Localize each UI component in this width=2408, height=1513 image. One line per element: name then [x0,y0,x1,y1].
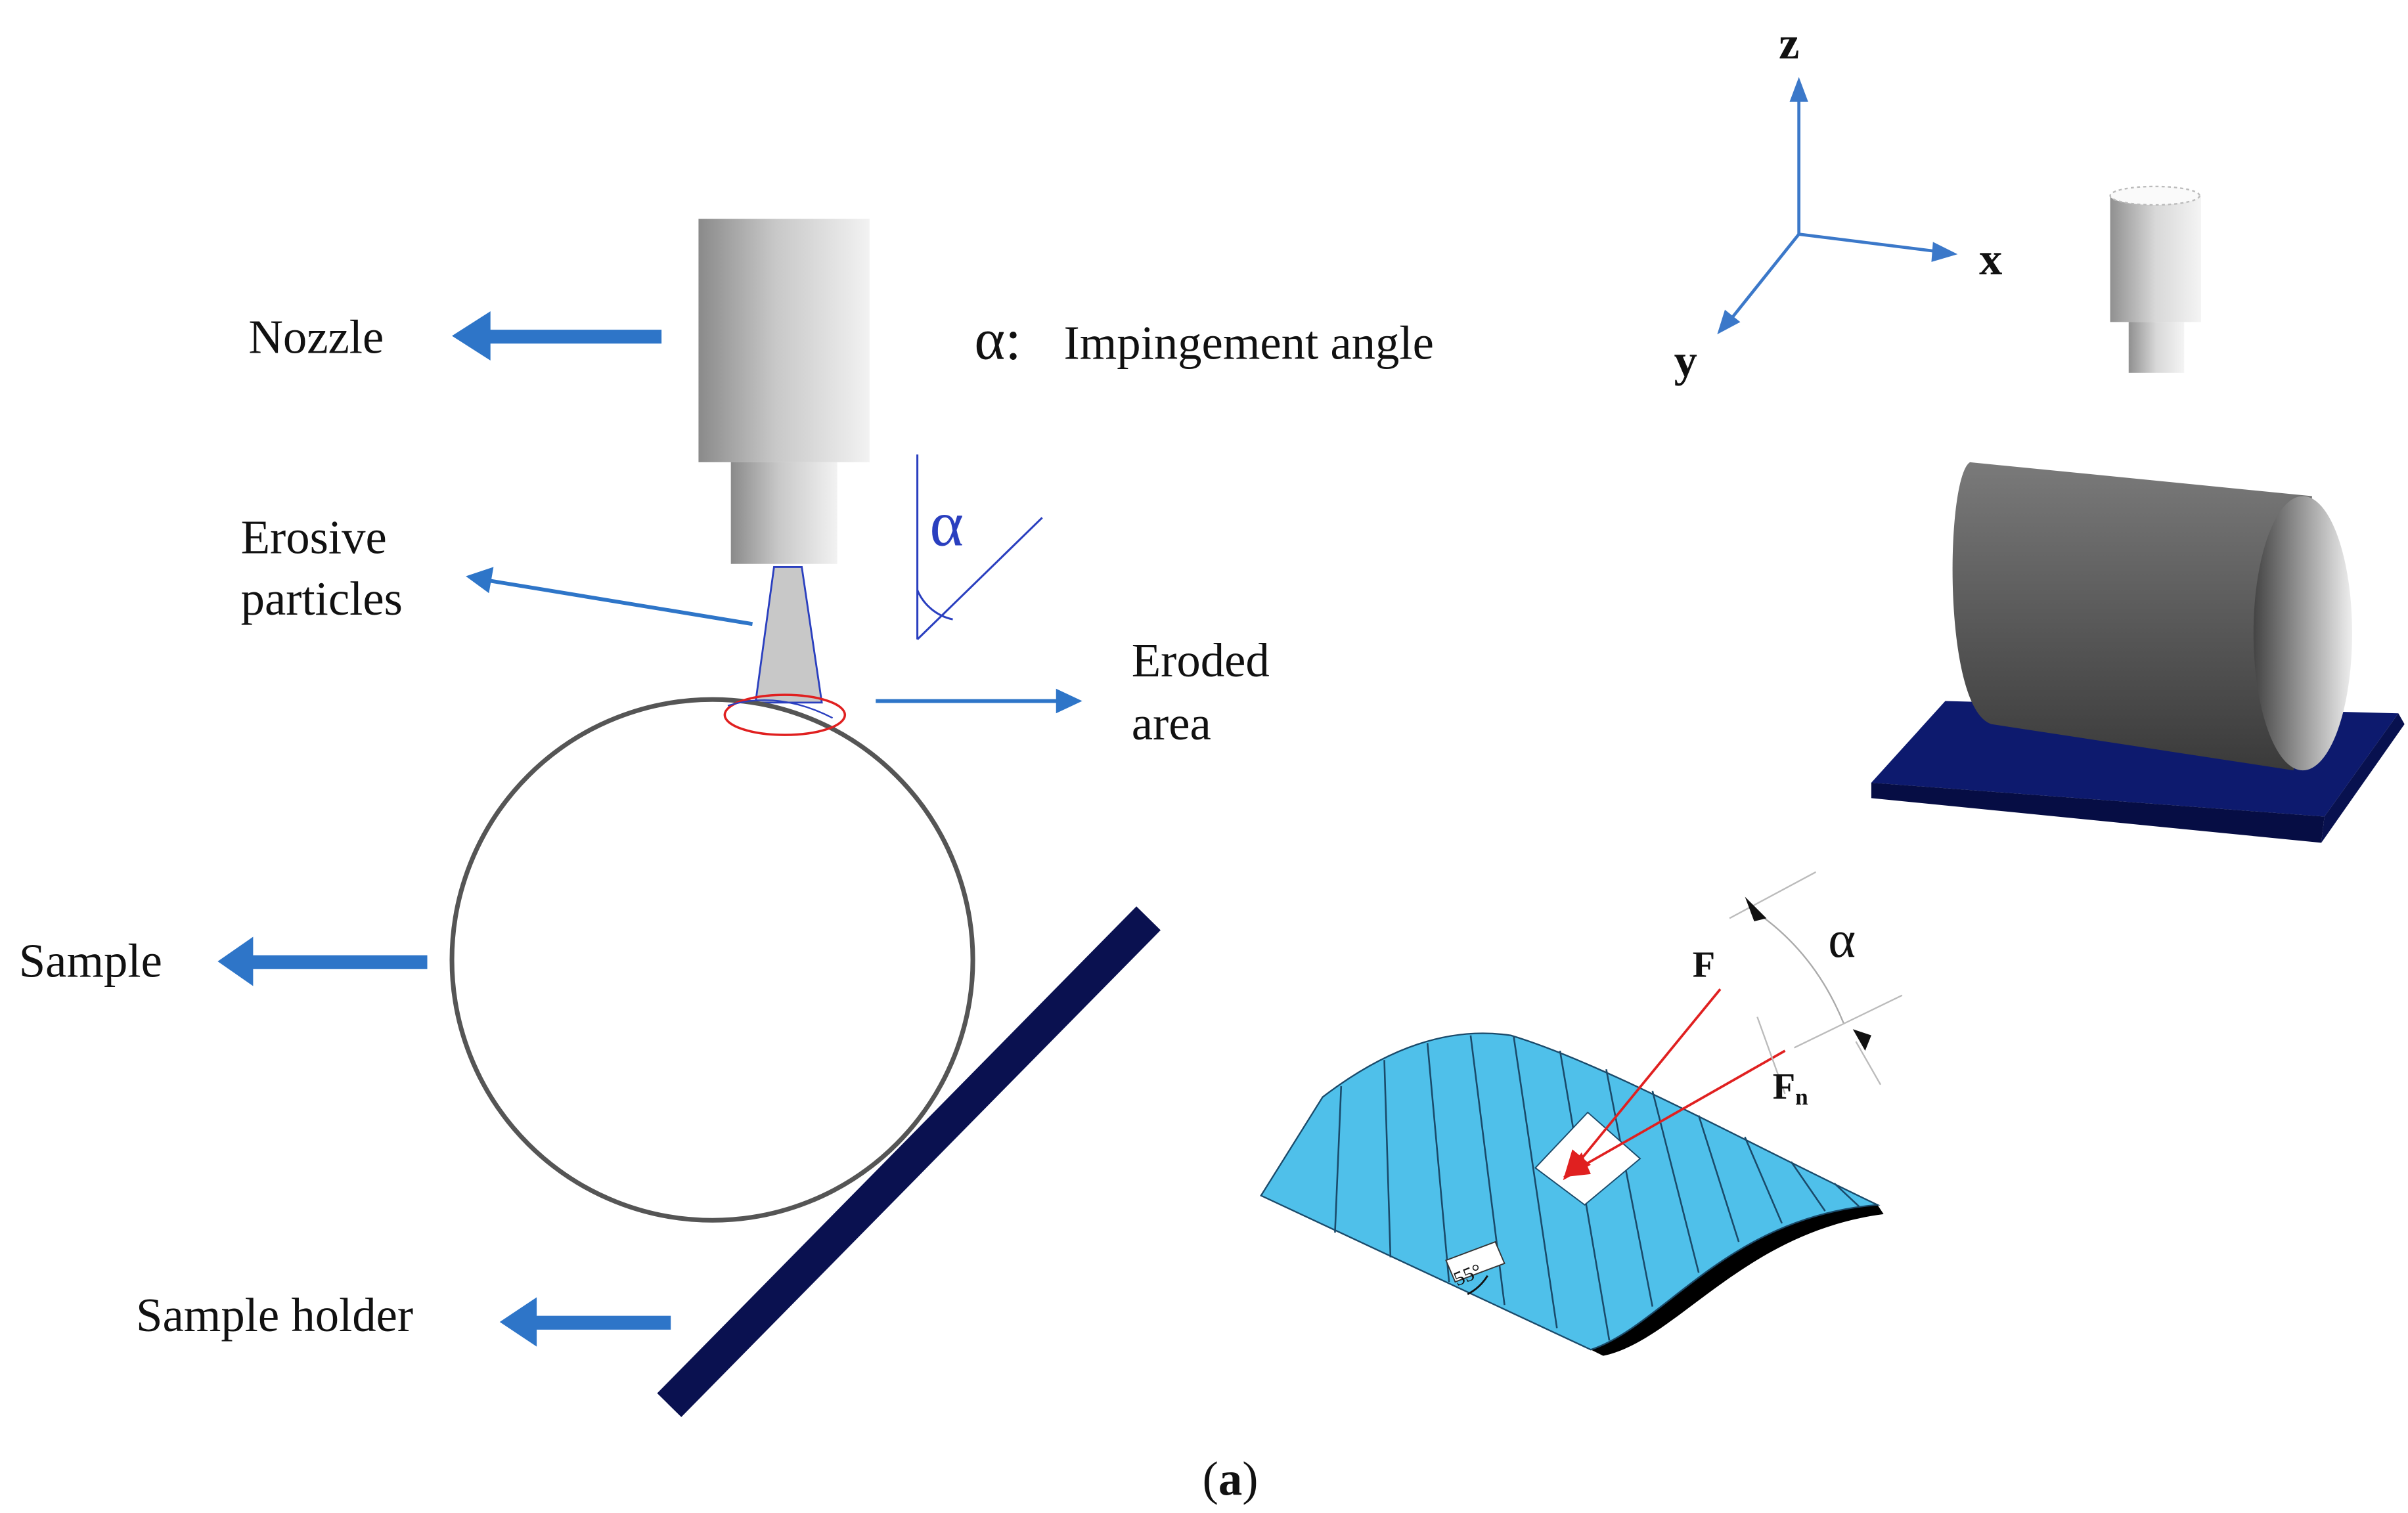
tube-body [1952,462,2312,771]
force-alpha-label: α [1828,911,1856,969]
force-fn-subscript: n [1795,1084,1808,1110]
nozzle-pointer-arrow [452,311,662,361]
sample-pointer-arrow [217,936,428,986]
eroded-area-pointer-arrow [876,688,1082,714]
alpha-angle-label: α [929,489,964,560]
axis-y-label: y [1674,335,1697,386]
alpha-legend-text: Impingement angle [1063,317,1433,370]
force-fn-arrow [1563,1049,1786,1177]
angle-55-tag-box [1445,1240,1505,1283]
base-plate-front [1871,782,2325,843]
caption-close: ) [1242,1452,1258,1505]
tube-end [2253,496,2352,771]
caption-open: ( [1203,1452,1218,1505]
erosive-particles-label-line2: particles [241,572,403,625]
force-angle-tick-bottom [1852,1029,1871,1051]
eroded-area-label-line2: area [1132,697,1211,750]
sample-circle [449,697,975,1223]
force-fn-main: F [1773,1066,1795,1107]
coordinate-axes [1717,77,1958,335]
force-f-label: F [1693,945,1715,986]
erosive-particles-pointer-arrow [466,567,753,626]
sample-tube-3d-model [1871,462,2405,843]
nozzle-body [698,219,870,462]
surface-underside [1590,1204,1884,1356]
force-angle-tick-top [1745,896,1767,922]
figure-caption: (a) [1203,1452,1259,1505]
axis-x-label: x [1979,234,2002,285]
nozzle-label: Nozzle [248,310,384,363]
nozzle-tip [730,462,837,564]
eroded-area-ellipse [723,693,847,736]
axis-z-label: z [1779,18,1799,69]
erosive-particles-label-line1: Erosive [241,510,387,563]
force-angle-arc [1729,871,1903,1095]
sample-holder-label: Sample holder [136,1288,413,1342]
sample-holder-pointer-arrow [499,1297,671,1347]
base-plate-side [2321,713,2405,843]
sample-holder-bar [657,906,1161,1417]
sample-label: Sample [19,934,162,988]
nozzle-3d-model [2109,185,2202,373]
impingement-angle-sketch [916,454,1043,640]
angle-55-arc [1467,1275,1488,1296]
eroded-area-label-line1: Eroded [1132,634,1270,687]
eroded-surface-mark [727,699,834,719]
nozzle-group [698,219,870,704]
surface-impact-patch [1534,1111,1641,1206]
force-fn-label: Fn [1773,1066,1808,1110]
alpha-legend-symbol: α: [974,308,1021,372]
caption-letter: a [1218,1452,1242,1505]
erosive-particle-jet [754,566,823,704]
